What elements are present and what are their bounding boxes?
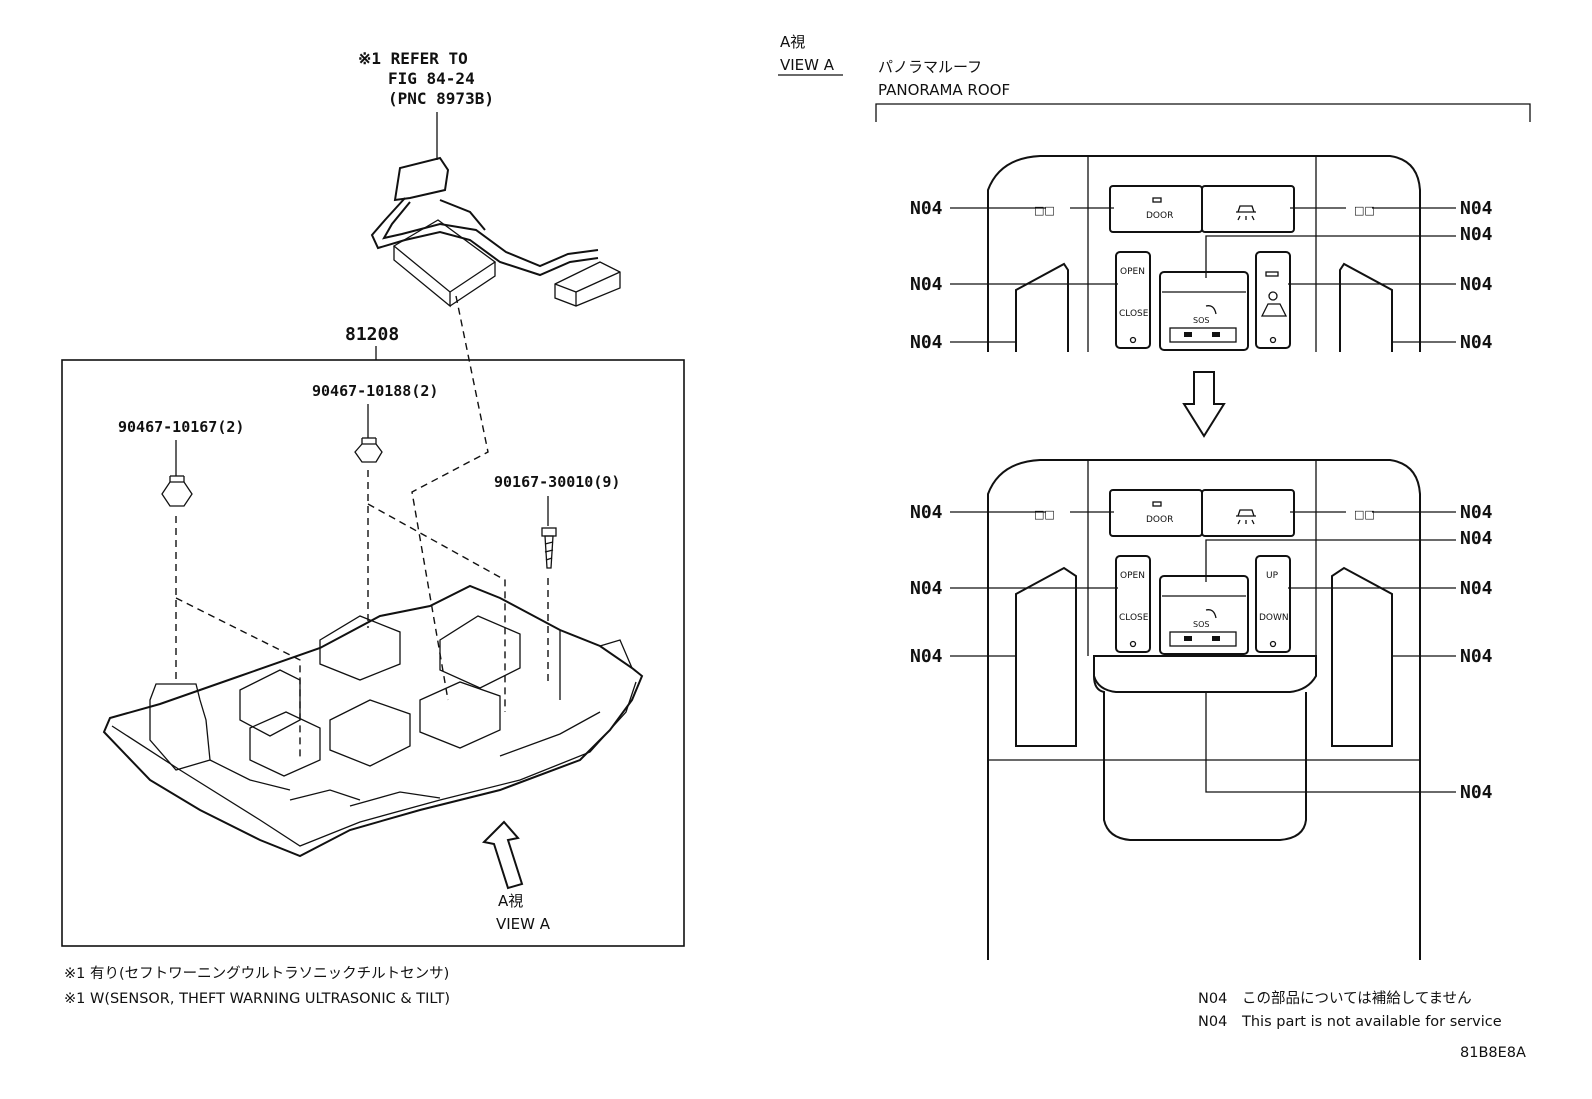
down-button-label: DOWN [1259,613,1289,623]
callout-n04-3: N04 [1460,224,1493,245]
sos-label-2: SOS [1193,620,1209,629]
refer-line-1: ※1 REFER TO [358,49,468,68]
up-button-label: UP [1266,571,1279,581]
clip-90467-10167-icon [161,475,193,507]
close-button-label-2: CLOSE [1119,613,1149,623]
console-view-after: DOOR □□ □□ OPEN CLOSE UP DOWN SOS [987,459,1421,960]
callout-n04-7: N04 [1460,332,1493,353]
assembly-part-number: 81208 [345,324,399,345]
overhead-console-assembly [102,584,644,858]
refer-line-2: FIG 84-24 [388,69,475,88]
variant-en: PANORAMA ROOF [878,81,1010,99]
diagram-id: 81B8E8A [1460,1045,1526,1061]
open-button-label-2: OPEN [1120,571,1145,581]
legend-text-jp: この部品については補給してません [1242,990,1472,1007]
view-a-label-jp: A視 [498,892,523,910]
legend-code-en: N04 [1198,1014,1227,1030]
door-button-label: DOOR [1146,211,1173,221]
map-lamp-icon-right-2: □□ [1354,508,1375,521]
map-lamp-icon-left-2: □□ [1034,508,1055,521]
callout-n04-13: N04 [910,646,943,667]
right-view-jp: A視 [780,33,805,51]
callout-n04-9: N04 [1460,502,1493,523]
callout-n04-4: N04 [910,274,943,295]
callout-n04-14: N04 [1460,646,1493,667]
part-label-clip-b: 90467-10188(2) [312,382,438,400]
footnote-en: ※1 W(SENSOR, THEFT WARNING ULTRASONIC & … [64,991,450,1007]
callouts: N04 N04 N04 N04 N04 N04 N04 N04 N04 N04 … [910,198,1493,803]
right-view-en: VIEW A [780,56,835,74]
view-a-label-en: VIEW A [496,915,551,933]
door-button-label-2: DOOR [1146,515,1173,525]
callout-n04-1: N04 [910,198,943,219]
refer-line-3: (PNC 8973B) [388,89,494,108]
map-lamp-icon-right: □□ [1354,204,1375,217]
assembly-frame [61,359,685,947]
view-a-arrow-icon [481,820,524,890]
variant-bracket [875,103,1531,122]
callout-n04-11: N04 [910,578,943,599]
transition-down-arrow-icon [1182,371,1226,438]
callout-n04-2: N04 [1460,198,1493,219]
console-view-before: DOOR □□ □□ OPEN CLOSE SOS [987,155,1421,352]
map-lamp-icon-left: □□ [1034,204,1055,217]
sos-label: SOS [1193,316,1209,325]
callout-n04-10: N04 [1460,528,1493,549]
part-label-screw: 90167-30010(9) [494,473,620,491]
callout-n04-5: N04 [1460,274,1493,295]
part-label-clip-a: 90467-10167(2) [118,418,244,436]
callout-n04-12: N04 [1460,578,1493,599]
screw-90167-30010-icon [541,527,557,569]
callout-n04-8: N04 [910,502,943,523]
theft-sensor-harness [370,156,621,308]
variant-jp: パノラマルーフ [878,58,982,76]
footnote-jp: ※1 有り(セフトワーニングウルトラソニックチルトセンサ) [64,965,449,982]
callout-n04-6: N04 [910,332,943,353]
callout-n04-15: N04 [1460,782,1493,803]
legend-text-en: This part is not available for service [1241,1014,1502,1030]
legend-code-jp: N04 [1198,991,1227,1007]
open-button-label: OPEN [1120,267,1145,277]
close-button-label: CLOSE [1119,309,1149,319]
clip-90467-10188-icon [354,437,383,463]
